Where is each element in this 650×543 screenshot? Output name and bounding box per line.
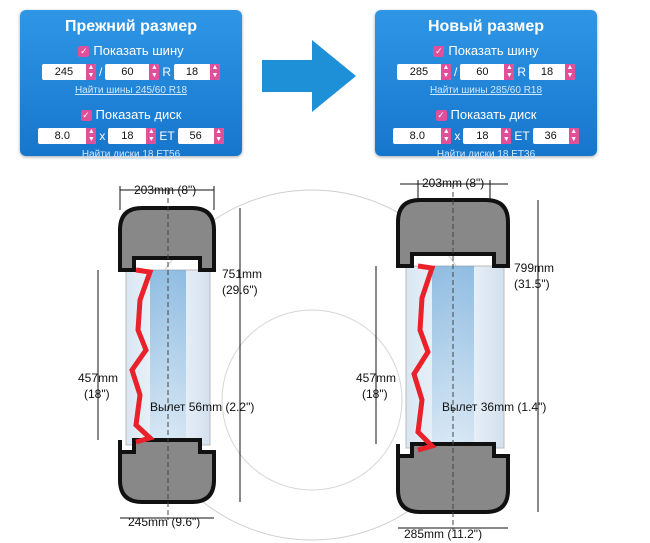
chevron-updown-icon: ▲▼: [149, 64, 160, 80]
checkbox-checked-icon[interactable]: ✓: [433, 45, 445, 57]
old-size-panel: Прежний размер ✓ Показать шину 245▲▼ / 6…: [20, 10, 242, 160]
new-tire-bottom: [396, 442, 510, 514]
old-rim-diameter-select[interactable]: 18▲▼: [108, 128, 157, 144]
old-show-tire-row[interactable]: ✓ Показать шину: [20, 42, 242, 60]
new-size-panel: Новый размер ✓ Показать шину 285▲▼ / 60▲…: [375, 10, 597, 160]
old-offset-label: Вылет 56mm (2.2"): [150, 400, 254, 414]
chevron-updown-icon: ▲▼: [213, 128, 224, 144]
old-rim-link[interactable]: Найти диски 18 ET56: [81, 149, 181, 160]
chevron-updown-icon: ▲▼: [504, 64, 515, 80]
old-rim-diameter-in: (18"): [84, 387, 110, 401]
old-rim-width-select[interactable]: 8.0▲▼: [38, 128, 97, 144]
new-offset-label: Вылет 36mm (1.4"): [442, 400, 546, 414]
new-tire-link[interactable]: Найти шины 285/60 R18: [429, 85, 543, 96]
old-rim-profile: [129, 267, 155, 445]
chevron-updown-icon: ▲▼: [565, 64, 575, 80]
chevron-updown-icon: ▲▼: [85, 64, 96, 80]
old-tire-bottom: [118, 438, 216, 504]
tire-comparison-diagram: 203mm (8") 751mm (29.6") 457mm (18") Выл…: [78, 176, 554, 541]
new-rim-profile: [411, 263, 437, 453]
checkbox-checked-icon[interactable]: ✓: [78, 45, 90, 57]
old-et-select[interactable]: 56▲▼: [177, 128, 224, 144]
chevron-updown-icon: ▲▼: [210, 64, 220, 80]
checkbox-checked-icon[interactable]: ✓: [435, 109, 447, 121]
background-circle: [221, 309, 403, 491]
old-overall-diameter-in: (29.6"): [222, 283, 258, 297]
old-wheel-section: 203mm (8") 751mm (29.6") 457mm (18") Выл…: [78, 183, 262, 529]
new-rim-diameter-in: (18"): [362, 387, 388, 401]
new-rim-width-select[interactable]: 8.0▲▼: [393, 128, 452, 144]
new-rim-selects: 8.0▲▼ x 18▲▼ ET 36▲▼: [375, 126, 597, 146]
old-profile-select[interactable]: 60▲▼: [105, 64, 160, 80]
chevron-updown-icon: ▲▼: [86, 128, 97, 144]
new-overall-diameter-in: (31.5"): [514, 277, 550, 291]
new-size-title: Новый размер: [427, 18, 545, 35]
new-rim-diameter-mm: 457mm: [356, 371, 396, 385]
arrow-right-icon: [262, 40, 356, 112]
new-width-select[interactable]: 285▲▼: [396, 64, 451, 80]
new-rim-link[interactable]: Найти диски 18 ET36: [436, 149, 536, 160]
new-overall-diameter-mm: 799mm: [514, 261, 554, 275]
chevron-updown-icon: ▲▼: [501, 128, 512, 144]
new-show-rim-row[interactable]: ✓ Показать диск: [375, 106, 597, 124]
new-rim-diameter-select[interactable]: 18▲▼: [463, 128, 512, 144]
new-bottom-width-label: 285mm (11.2"): [404, 527, 482, 541]
old-diameter-select[interactable]: 18▲▼: [174, 64, 220, 80]
old-show-tire-label: Показать шину: [93, 43, 184, 58]
new-et-select[interactable]: 36▲▼: [532, 128, 579, 144]
new-top-width-label: 203mm (8"): [422, 176, 484, 190]
old-tire-selects: 245▲▼ / 60▲▼ R 18▲▼: [20, 62, 242, 82]
old-top-width-label: 203mm (8"): [134, 183, 196, 197]
new-profile-select[interactable]: 60▲▼: [460, 64, 515, 80]
chevron-updown-icon: ▲▼: [441, 128, 452, 144]
old-size-title: Прежний размер: [64, 18, 197, 35]
new-show-tire-label: Показать шину: [448, 43, 539, 58]
new-tire-selects: 285▲▼ / 60▲▼ R 18▲▼: [375, 62, 597, 82]
chevron-updown-icon: ▲▼: [440, 64, 451, 80]
old-show-rim-row[interactable]: ✓ Показать диск: [20, 106, 242, 124]
old-show-rim-label: Показать диск: [95, 107, 182, 122]
old-rim-diameter-mm: 457mm: [78, 371, 118, 385]
chevron-updown-icon: ▲▼: [568, 128, 579, 144]
old-overall-diameter-mm: 751mm: [222, 267, 262, 281]
old-width-select[interactable]: 245▲▼: [41, 64, 96, 80]
new-diameter-select[interactable]: 18▲▼: [529, 64, 575, 80]
old-tire-top: [118, 206, 216, 272]
old-bottom-width-label: 245mm (9.6"): [128, 515, 200, 529]
old-tire-link[interactable]: Найти шины 245/60 R18: [74, 85, 188, 96]
new-show-tire-row[interactable]: ✓ Показать шину: [375, 42, 597, 60]
new-show-rim-label: Показать диск: [450, 107, 537, 122]
new-wheel-section: 203mm (8") 799mm (31.5") 457mm (18") Выл…: [356, 176, 554, 541]
checkbox-checked-icon[interactable]: ✓: [80, 109, 92, 121]
old-rim-selects: 8.0▲▼ x 18▲▼ ET 56▲▼: [20, 126, 242, 146]
chevron-updown-icon: ▲▼: [146, 128, 157, 144]
